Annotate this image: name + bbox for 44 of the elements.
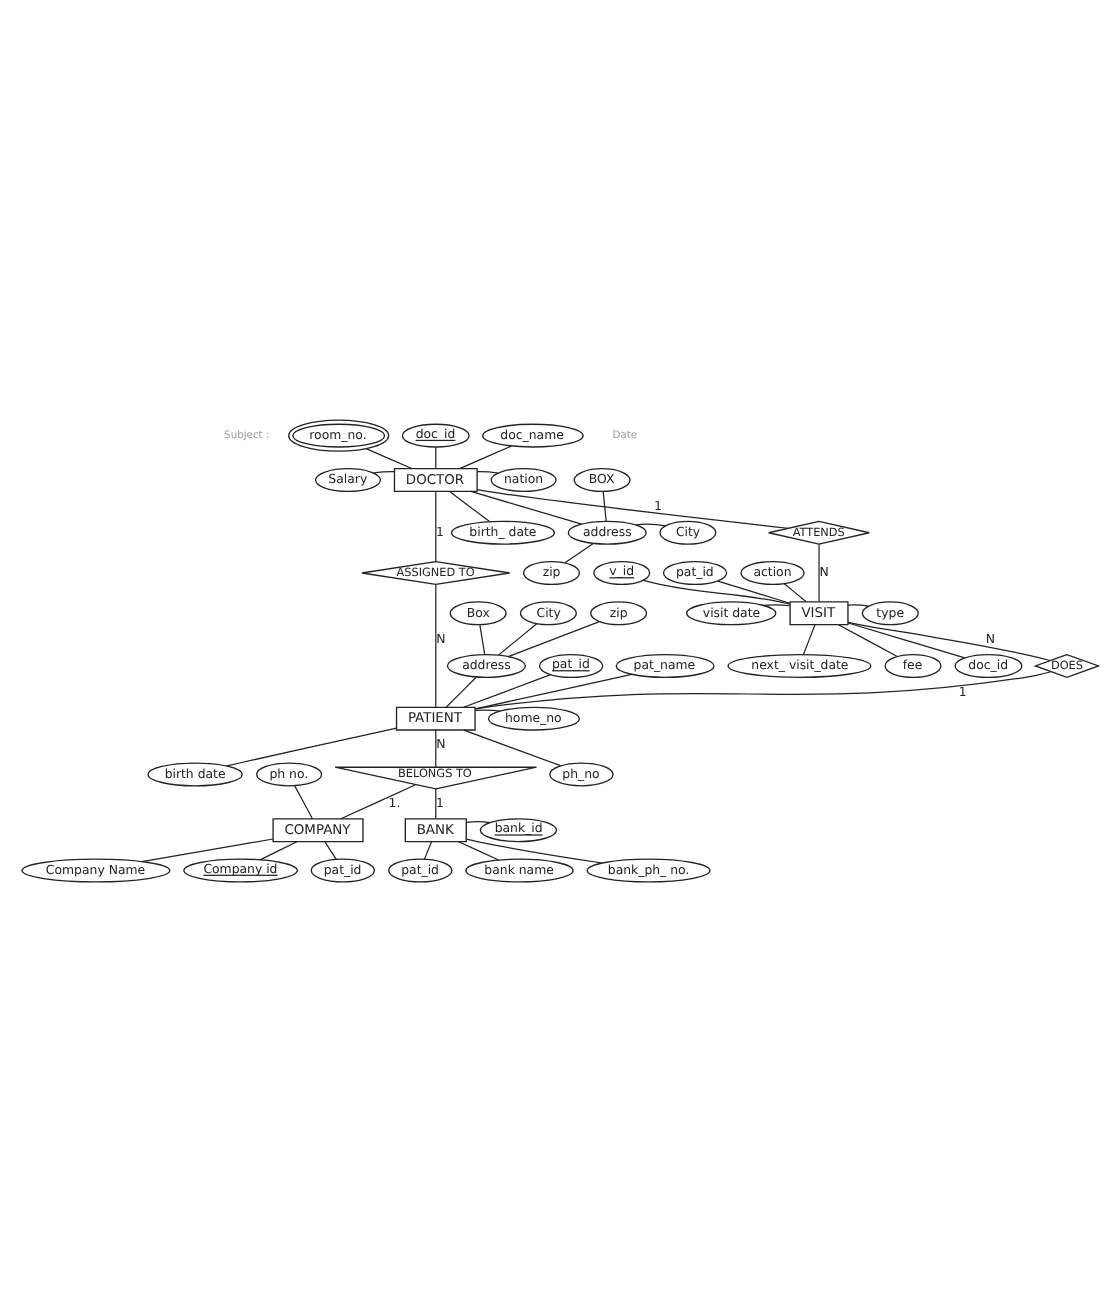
connector: [847, 621, 1051, 662]
connector: [476, 489, 789, 529]
connector: [435, 584, 437, 708]
connector: [762, 604, 791, 607]
connector: [259, 841, 298, 861]
connector: [507, 621, 601, 658]
connector: [470, 490, 583, 525]
connector: [458, 841, 500, 861]
connector: [435, 490, 437, 562]
connector: [463, 729, 562, 767]
connector: [435, 788, 437, 820]
connector: [324, 841, 337, 860]
connector: [294, 785, 313, 820]
connector: [462, 674, 552, 708]
connector: [459, 445, 512, 470]
connector: [373, 470, 395, 474]
connector: [340, 784, 417, 820]
connector: [226, 727, 398, 767]
connector: [497, 623, 538, 656]
connector: [435, 446, 437, 470]
connector: [564, 542, 594, 564]
connector: [423, 841, 433, 860]
connector: [479, 624, 486, 656]
connector: [642, 579, 791, 605]
connector: [602, 491, 607, 522]
connector: [465, 838, 603, 864]
connector: [818, 543, 820, 603]
connector: [717, 580, 791, 604]
connector: [141, 838, 274, 863]
connector: [783, 583, 807, 603]
connector: [449, 490, 491, 523]
connector: [476, 470, 499, 474]
connector: [837, 624, 898, 658]
connector: [847, 622, 966, 659]
connector: [435, 729, 437, 768]
connector: [802, 624, 816, 656]
connector: [365, 448, 413, 470]
connector: [635, 523, 667, 527]
connector: [465, 821, 491, 824]
connector: [847, 604, 870, 607]
connector: [474, 709, 502, 712]
connector: [445, 676, 477, 708]
connector: [474, 671, 1052, 710]
connector: [474, 673, 633, 710]
